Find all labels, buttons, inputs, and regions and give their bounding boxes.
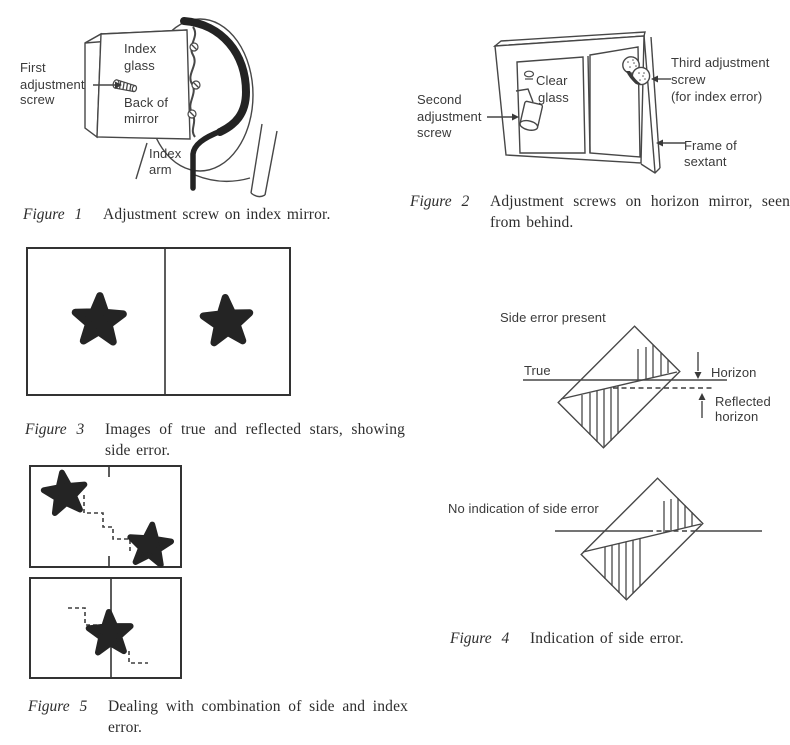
glass-hole-icon xyxy=(523,70,535,80)
horizon-down-arrow xyxy=(694,352,702,379)
figure3-caption-text: Images of true and reflected stars, show… xyxy=(105,421,405,460)
third-screw-icon xyxy=(622,56,651,86)
second-screw-arrow xyxy=(487,113,519,121)
mirror-view-frame xyxy=(26,247,291,396)
index-mirror-block xyxy=(84,29,191,140)
label-second-adjustment-screw: screw xyxy=(417,125,452,140)
label-first-adjustment-screw: screw xyxy=(20,92,55,107)
label-second-adjustment-screw: Second xyxy=(417,92,462,107)
label-index-glass: Index xyxy=(124,41,157,56)
third-screw-arrow xyxy=(651,75,671,83)
screw-bracket xyxy=(515,88,534,103)
label-clear-glass: glass xyxy=(538,90,569,105)
mirror-view-frame xyxy=(29,577,182,679)
label-first-adjustment-screw: adjustment xyxy=(20,77,85,92)
tilted-mirror xyxy=(557,325,681,449)
label-reflected-horizon: horizon xyxy=(715,409,758,424)
index-arm-edge xyxy=(135,142,148,180)
bracket-screw-icons xyxy=(187,42,201,119)
figure1-caption: Figure 1 Adjustment screw on index mirro… xyxy=(23,204,353,225)
figure5-caption-label: Figure 5 xyxy=(28,698,88,715)
mirror-bracket xyxy=(187,26,201,138)
label-second-adjustment-screw: adjustment xyxy=(417,109,482,124)
horizon-mirror-box xyxy=(492,31,646,164)
label-reflected-horizon: Reflected xyxy=(715,394,771,409)
label-clear-glass: Clear xyxy=(536,73,568,88)
tilted-mirror xyxy=(580,477,704,601)
first-screw-arrow xyxy=(93,81,122,89)
figure3-drawing xyxy=(26,247,292,397)
no-side-error-diagram: No indication of side error xyxy=(448,477,762,601)
figure4-caption-text: Indication of side error. xyxy=(530,630,684,647)
label-true: True xyxy=(524,363,551,378)
silvered-hatching xyxy=(604,498,693,599)
label-side-error-present: Side error present xyxy=(500,310,606,325)
reflected-up-arrow xyxy=(698,393,706,418)
label-index-glass: glass xyxy=(124,58,155,73)
figure1-drawing: First adjustment screw Index glass Back … xyxy=(0,0,340,200)
label-no-indication: No indication of side error xyxy=(448,501,599,516)
label-back-of-mirror: mirror xyxy=(124,111,159,126)
silvered-edge-line xyxy=(560,371,678,400)
figure4-caption-label: Figure 4 xyxy=(450,630,510,647)
label-frame-of-sextant: Frame of xyxy=(684,138,737,153)
figure3-caption: Figure 3 Images of true and reflected st… xyxy=(25,419,407,461)
label-horizon: Horizon xyxy=(711,365,757,380)
figure4-drawing: Side error present xyxy=(430,300,790,610)
label-frame-of-sextant: sextant xyxy=(684,154,727,169)
silvered-edge-line xyxy=(582,523,702,553)
label-third-adjustment-screw: Third adjustment xyxy=(671,55,770,70)
figure5-drawing xyxy=(29,465,183,680)
frame-lower-section xyxy=(194,123,278,198)
motion-path-dashed xyxy=(83,495,131,551)
label-third-adjustment-screw: (for index error) xyxy=(671,89,762,104)
label-index-arm: Index xyxy=(149,146,182,161)
figure2-caption: Figure 2 Adjustment screws on horizon mi… xyxy=(410,191,790,233)
silvered-hatching xyxy=(581,345,669,447)
sextant-frame-plate xyxy=(640,34,661,174)
figure5-caption-text: Dealing with combination of side and ind… xyxy=(108,698,408,737)
figure5-caption: Figure 5 Dealing with combination of sid… xyxy=(28,696,418,738)
upper-mirror-view xyxy=(29,465,182,567)
label-back-of-mirror: Back of xyxy=(124,95,168,110)
side-error-present-diagram: Side error present xyxy=(500,310,771,449)
frame-black-band xyxy=(180,17,251,136)
figure2-drawing: Second adjustment screw Clear glass Thir… xyxy=(405,0,790,180)
figure1-caption-label: Figure 1 xyxy=(23,206,83,223)
index-arm-shadow xyxy=(190,128,224,191)
figure2-caption-label: Figure 2 xyxy=(410,193,470,210)
lower-mirror-view xyxy=(29,577,182,679)
frame-arrow xyxy=(656,139,685,147)
figure4-caption: Figure 4 Indication of side error. xyxy=(450,628,780,649)
label-index-arm: arm xyxy=(149,162,172,177)
label-first-adjustment-screw: First xyxy=(20,60,46,75)
label-third-adjustment-screw: screw xyxy=(671,72,706,87)
figure1-caption-text: Adjustment screw on index mirror. xyxy=(103,206,331,223)
figure2-caption-text: Adjustment screws on horizon mirror, see… xyxy=(490,193,790,232)
figure3-caption-label: Figure 3 xyxy=(25,421,85,438)
motion-path-dashed xyxy=(128,651,148,664)
second-screw-icon xyxy=(519,100,544,131)
